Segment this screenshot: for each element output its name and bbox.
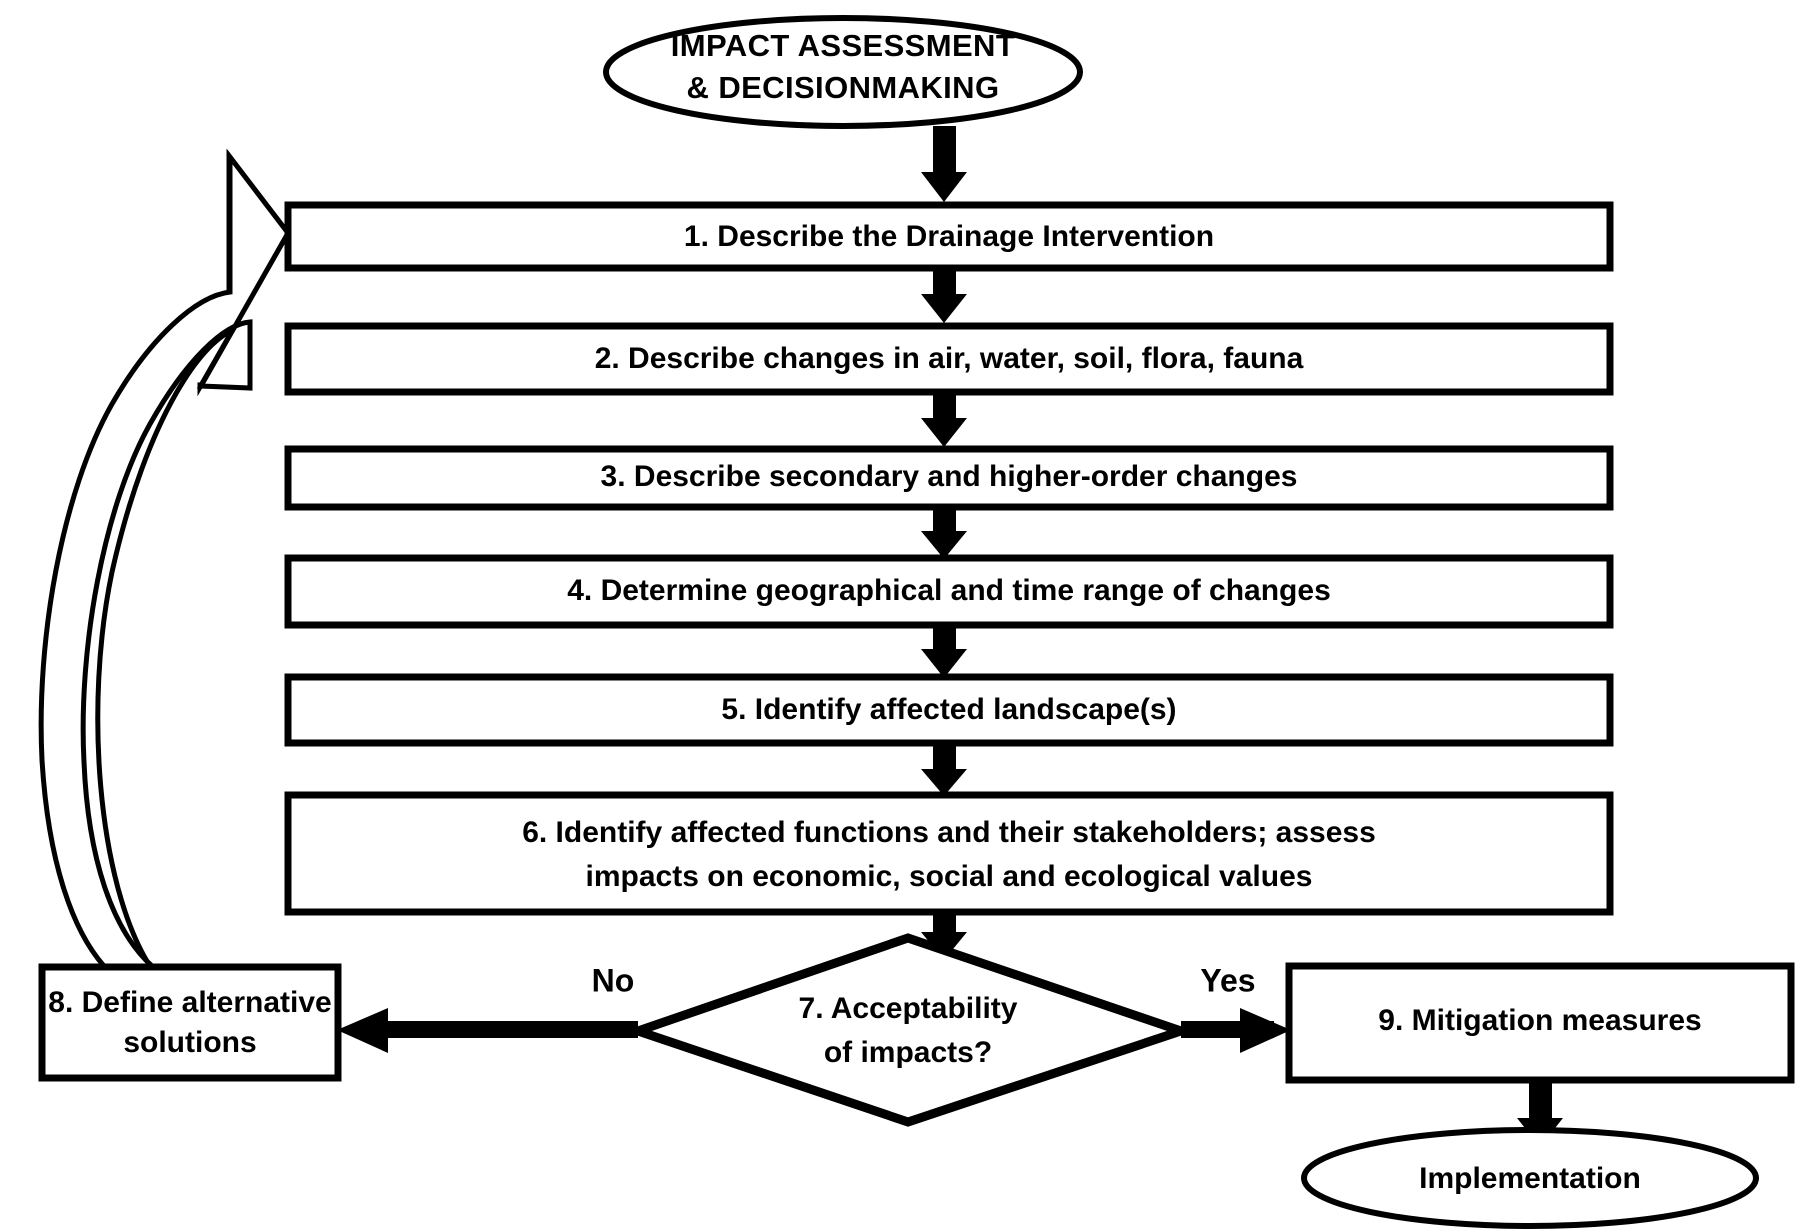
step-6-label-line2: impacts on economic, social and ecologic…	[586, 860, 1313, 893]
step-5-label: 5. Identify affected landscape(s)	[721, 693, 1176, 726]
edge-label-no: No	[592, 962, 635, 998]
step-8-label-line1: 8. Define alternative	[48, 986, 331, 1019]
step-9-label: 9. Mitigation measures	[1378, 1004, 1701, 1037]
step-9-node[interactable]: 9. Mitigation measures	[1285, 962, 1795, 1084]
end-node-label: Implementation	[1419, 1162, 1641, 1195]
step-1-node[interactable]: 1. Describe the Drainage Intervention	[284, 201, 1614, 272]
step-4-label: 4. Determine geographical and time range…	[567, 574, 1331, 607]
start-node-line1: IMPACT ASSESSMENT	[671, 28, 1015, 63]
step-8-label-line2: solutions	[123, 1026, 256, 1059]
connector-decision-to-step8	[337, 1008, 638, 1053]
feedback-loop-curve	[38, 149, 291, 969]
edge-label-yes: Yes	[1200, 962, 1255, 998]
decision-label-line1: 7. Acceptability	[799, 992, 1018, 1025]
decision-label-line2: of impacts?	[824, 1036, 992, 1069]
connector-step5-to-step6	[921, 743, 967, 796]
decision-node[interactable]: 7. Acceptability of impacts?	[624, 933, 1196, 1127]
end-node[interactable]: Implementation	[1301, 1127, 1759, 1229]
step-2-node[interactable]: 2. Describe changes in air, water, soil,…	[284, 322, 1614, 396]
start-node[interactable]: IMPACT ASSESSMENT & DECISIONMAKING	[603, 15, 1083, 129]
step-5-node[interactable]: 5. Identify affected landscape(s)	[284, 673, 1614, 747]
connector-step3-to-step4	[921, 507, 967, 559]
step-3-label: 3. Describe secondary and higher-order c…	[601, 460, 1298, 493]
step-1-label: 1. Describe the Drainage Intervention	[684, 220, 1214, 253]
connector-step2-to-step3	[921, 392, 967, 447]
connector-step1-to-step2	[921, 268, 967, 323]
step-2-label: 2. Describe changes in air, water, soil,…	[595, 342, 1304, 375]
step-6-node[interactable]: 6. Identify affected functions and their…	[284, 791, 1614, 916]
step-8-node[interactable]: 8. Define alternative solutions	[38, 963, 342, 1082]
connector-decision-to-step9	[1181, 1008, 1291, 1053]
start-node-line2: & DECISIONMAKING	[687, 70, 1000, 105]
step-4-node[interactable]: 4. Determine geographical and time range…	[284, 554, 1614, 629]
step-3-node[interactable]: 3. Describe secondary and higher-order c…	[284, 445, 1614, 511]
connector-step4-to-step5	[921, 625, 967, 678]
step-6-label-line1: 6. Identify affected functions and their…	[522, 816, 1376, 849]
connector-start-to-step1	[921, 126, 967, 202]
